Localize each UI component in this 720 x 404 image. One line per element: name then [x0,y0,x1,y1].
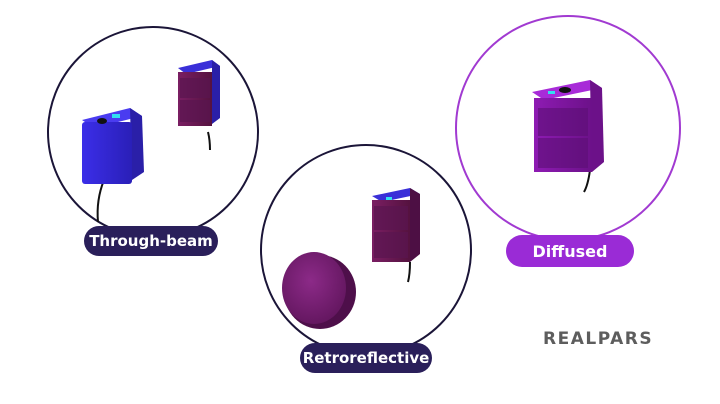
realpars-logo: REALPARS [543,329,654,349]
through-beam-label: Through-beam [84,226,218,256]
retroreflective-sensor [372,188,420,283]
retroreflective-circle [260,144,472,356]
retroreflective-label: Retroreflective [300,343,432,373]
diffused-sensor [532,80,604,193]
diffused-label: Diffused [506,235,634,267]
reflector [282,252,356,329]
through-beam-receiver [178,60,220,151]
through-beam-emitter [82,108,144,223]
through-beam-circle [47,26,259,238]
